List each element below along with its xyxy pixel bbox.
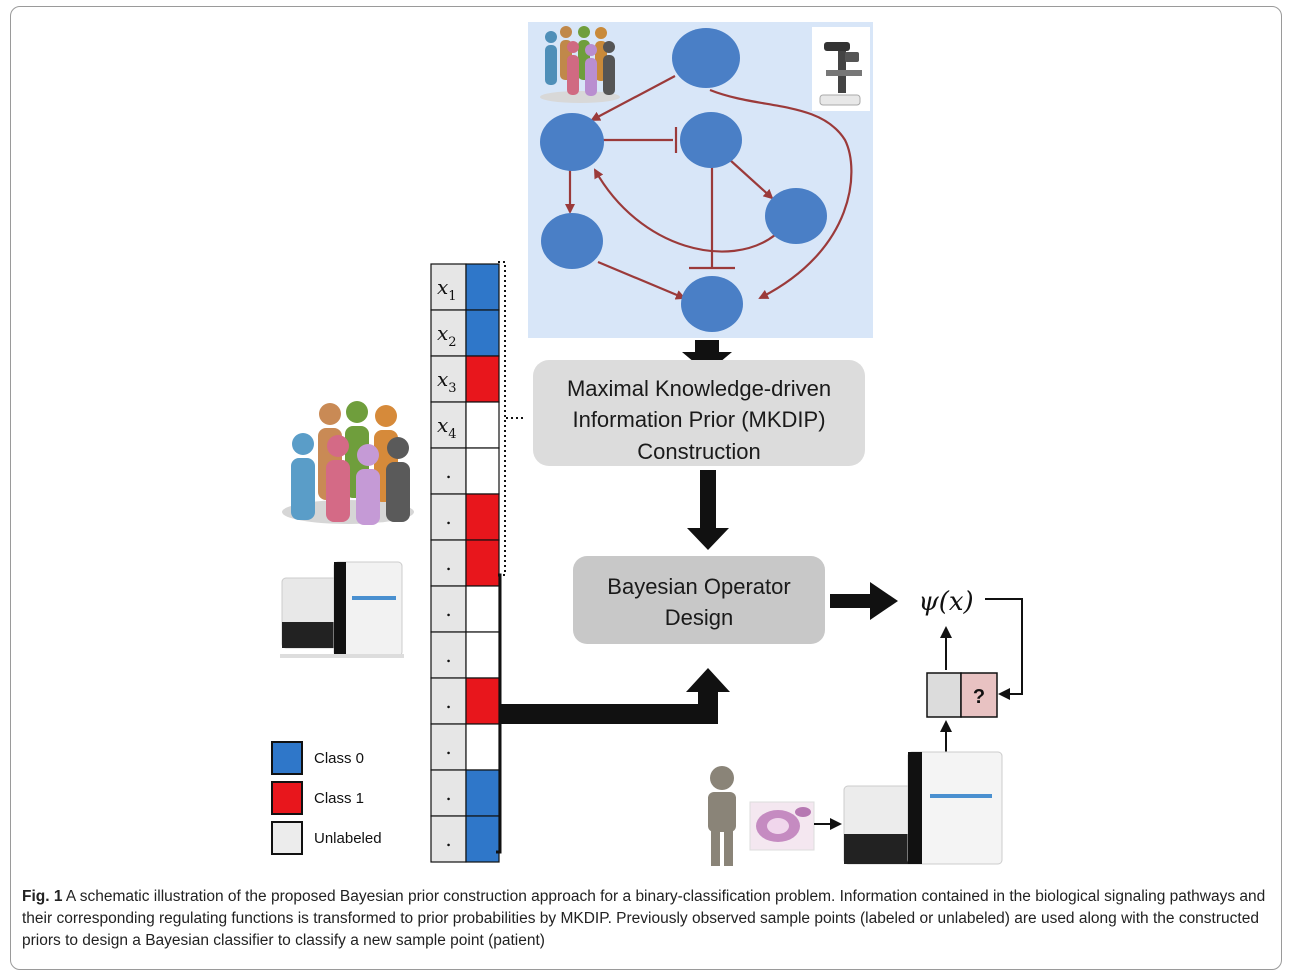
- person-figure: [585, 44, 597, 96]
- sample-label: x2: [437, 321, 457, 350]
- sample-label: .: [445, 505, 451, 529]
- mkdip-line3: Construction: [637, 439, 761, 464]
- person-figure: [291, 433, 315, 520]
- sample-feature-cell: [430, 401, 467, 449]
- new-sample-known-cell: [926, 672, 962, 718]
- arrow-samples-to-bayes: [500, 668, 730, 724]
- bayes-line1: Bayesian Operator: [607, 574, 790, 599]
- pathway-node: [681, 276, 743, 332]
- sample-label-cell: [465, 539, 500, 587]
- classifier-label: ψ(x): [918, 587, 973, 617]
- figure-caption: Fig. 1 A schematic illustration of the p…: [22, 886, 1277, 952]
- sample-label: x4: [437, 413, 457, 442]
- sequencer-icon: [843, 751, 1003, 865]
- person-figure: [567, 41, 579, 95]
- person-figure: [356, 444, 380, 525]
- pathway-node: [541, 213, 603, 269]
- arrow-feedback-to-new-sample: [985, 598, 1023, 700]
- sample-label-cell: [465, 355, 500, 403]
- mkdip-box: Maximal Knowledge-driven Information Pri…: [533, 360, 865, 466]
- sample-feature-cell: [430, 263, 467, 311]
- pathway-node: [765, 188, 827, 244]
- sample-label: x1: [437, 275, 457, 304]
- sample-label: .: [445, 827, 451, 851]
- arrow-pathway-to-mkdip: [682, 340, 732, 373]
- pathway-edges: [565, 75, 853, 300]
- sample-label: .: [445, 459, 451, 483]
- sample-label: .: [445, 781, 451, 805]
- unknown-mark: ?: [973, 686, 985, 708]
- sample-feature-cell: [430, 815, 467, 863]
- sequencer-icon: [280, 561, 404, 658]
- sample-feature-cell: [430, 769, 467, 817]
- edge-activation: [729, 159, 774, 200]
- mkdip-line1: Maximal Knowledge-driven: [567, 376, 831, 401]
- person-figure: [603, 41, 615, 95]
- sample-feature-cell: [430, 539, 467, 587]
- signaling-pathway-panel: [528, 22, 873, 338]
- sample-label: .: [445, 597, 451, 621]
- people-group-icon: [540, 26, 620, 103]
- sample-feature-cell: [430, 677, 467, 725]
- edge-activation: [597, 260, 686, 300]
- tissue-slide-icon: [749, 801, 815, 851]
- sample-label-cell: [465, 677, 500, 725]
- microscope-icon: [812, 27, 870, 111]
- pathway-node: [540, 113, 604, 171]
- caption-label: Fig. 1: [22, 888, 63, 905]
- legend-swatch: [271, 821, 303, 855]
- edge-activation: [594, 168, 776, 253]
- edge-activation: [590, 75, 676, 121]
- sample-label-cell: [465, 447, 500, 495]
- legend-label: Class 0: [314, 750, 364, 767]
- sample-label-cell: [465, 631, 500, 679]
- person-figure: [386, 437, 410, 522]
- pathway-node: [672, 28, 740, 88]
- new-sample-unknown-cell: [960, 672, 998, 718]
- bayes-line2: Design: [665, 605, 733, 630]
- person-figure: [545, 31, 557, 85]
- sample-label-cell: [465, 401, 500, 449]
- sample-label: x3: [437, 367, 457, 396]
- sample-label-cell: [465, 263, 500, 311]
- legend-swatch: [271, 781, 303, 815]
- sample-label-cell: [465, 815, 500, 863]
- people-group-icon: [282, 401, 414, 525]
- sample-column: x1 x2 x3 x4.........: [430, 263, 500, 863]
- sample-label-cell: [465, 493, 500, 541]
- legend-label: Unlabeled: [314, 830, 382, 847]
- arrow-mkdip-to-bayes: [687, 470, 729, 550]
- sample-label: .: [445, 689, 451, 713]
- sample-label: .: [445, 551, 451, 575]
- sample-label-cell: [465, 585, 500, 633]
- sample-label-cell: [465, 723, 500, 771]
- sample-label-cell: [465, 769, 500, 817]
- new-sample-vector: ?: [926, 672, 998, 718]
- sample-feature-cell: [430, 447, 467, 495]
- bayesian-operator-box: Bayesian Operator Design: [573, 556, 825, 644]
- legend-label: Class 1: [314, 790, 364, 807]
- sample-label: .: [445, 643, 451, 667]
- legend-swatch: [271, 741, 303, 775]
- sample-label: .: [445, 735, 451, 759]
- edge-activation: [709, 88, 853, 299]
- figure-diagram: Maximal Knowledge-driven Information Pri…: [271, 22, 1023, 866]
- caption-text: A schematic illustration of the proposed…: [22, 888, 1266, 949]
- pathway-node: [680, 112, 742, 168]
- mkdip-line2: Information Prior (MKDIP): [572, 407, 825, 432]
- sample-feature-cell: [430, 355, 467, 403]
- figure-frame: [10, 6, 1282, 970]
- arrow-bayes-to-classifier: [830, 582, 898, 620]
- legend: Class 0 Class 1 Unlabeled: [271, 741, 382, 855]
- person-figure: [326, 435, 350, 522]
- patient-icon: [708, 766, 736, 866]
- pathway-nodes: [540, 28, 827, 332]
- sample-feature-cell: [430, 493, 467, 541]
- sample-label-cell: [465, 309, 500, 357]
